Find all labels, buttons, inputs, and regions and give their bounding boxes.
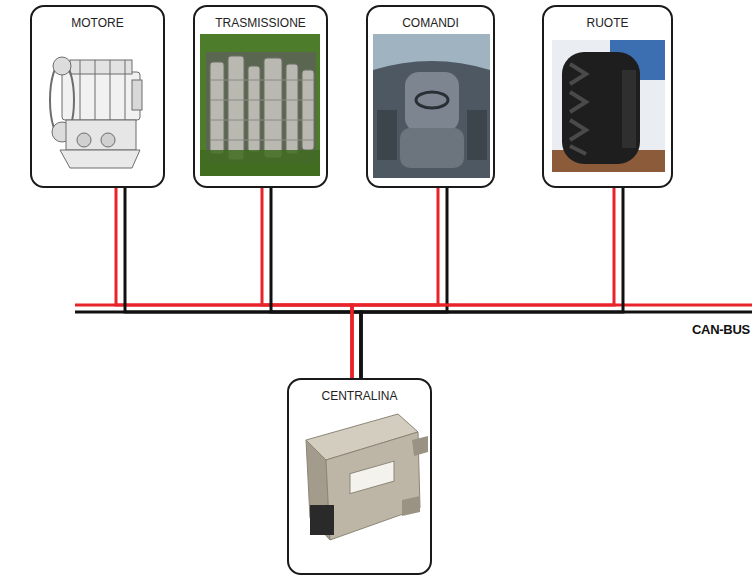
bus-wire bbox=[271, 188, 361, 378]
bus-label: CAN-BUS bbox=[690, 322, 752, 337]
bus-connection bbox=[352, 188, 623, 378]
bus-wire bbox=[352, 188, 614, 378]
bus-wire bbox=[361, 188, 447, 378]
transmission-photo bbox=[200, 34, 320, 176]
component-box: CENTRALINA bbox=[287, 378, 432, 575]
component-label: CENTRALINA bbox=[289, 389, 430, 403]
component-label: RUOTE bbox=[544, 16, 671, 30]
component-label: COMANDI bbox=[368, 16, 493, 30]
bus-connection bbox=[262, 188, 361, 378]
wheel-photo bbox=[552, 40, 665, 172]
bus-wire bbox=[352, 188, 438, 378]
component-box: MOTORE bbox=[30, 5, 165, 188]
cab-photo bbox=[373, 34, 490, 178]
bus-connection bbox=[116, 188, 361, 378]
component-label: MOTORE bbox=[32, 16, 163, 30]
engine-drawing bbox=[50, 57, 142, 168]
bus-wire bbox=[361, 188, 623, 378]
component-box: RUOTE bbox=[542, 5, 673, 188]
component-label: TRASMISSIONE bbox=[195, 16, 326, 30]
component-box: COMANDI bbox=[366, 5, 495, 188]
component-box: TRASMISSIONE bbox=[193, 5, 328, 188]
bus-wire bbox=[262, 188, 352, 378]
bus-wire bbox=[116, 188, 352, 378]
bus-wire bbox=[125, 188, 361, 378]
ecu-photo bbox=[306, 414, 428, 540]
bus-connection bbox=[352, 188, 447, 378]
